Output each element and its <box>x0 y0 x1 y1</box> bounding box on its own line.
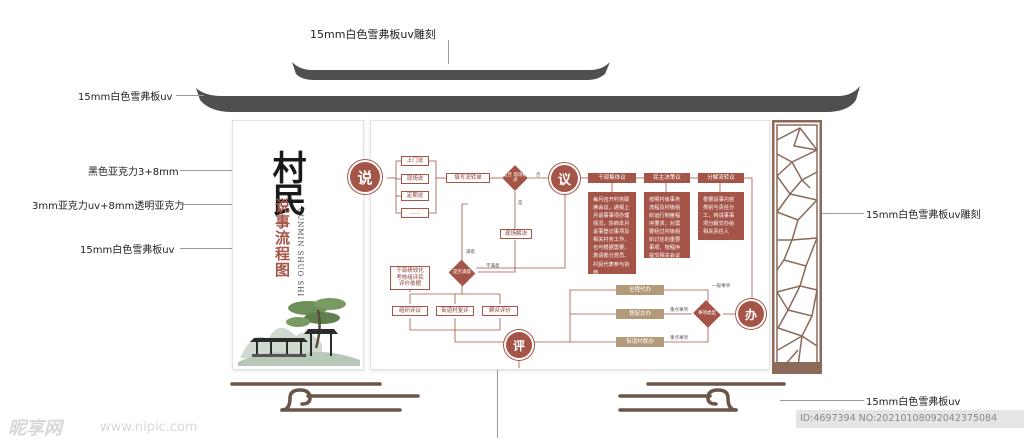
callout-bottom-base: 15mm白色雪弗板uv <box>866 397 961 408</box>
decision-onsite-label: 是否 现场解决 <box>503 172 527 183</box>
center-drop-line <box>497 370 498 438</box>
node-ban: 办 <box>738 301 764 327</box>
callout-title-acrylic-line <box>180 170 265 171</box>
callout-roof-top-line <box>448 40 449 64</box>
left-panel <box>232 120 364 370</box>
callout-left-board: 15mm白色雪弗板uv <box>80 245 175 256</box>
review-street: 街道村复评 <box>436 306 474 316</box>
cloud-base-right <box>618 382 786 412</box>
review-public: 群众评价 <box>482 306 518 316</box>
roof-top-eave <box>292 62 610 80</box>
desc-distribute: 根据说事内容类别与责任分工，将说事事项分解交办给相关责任人 <box>698 192 744 240</box>
step-democratic: 民主决策议 <box>644 173 690 183</box>
desc-democratic: 按照村级事务流程及村级组织运行制度程序要求，对需要经过村级组织讨论的重要事项，按… <box>644 192 690 268</box>
method-door: 上门说 <box>401 156 429 166</box>
callout-title-acrylic: 黑色亚克力3+8mm <box>88 167 179 178</box>
delegate-supervise: 督促交办 <box>616 309 664 319</box>
callout-subtitle-acrylic-line <box>180 204 265 205</box>
callout-roof-base-line <box>176 95 204 96</box>
callout-roof-top: 15mm白色雪弗板uv雕刻 <box>310 28 436 41</box>
step-distribute: 分解流转议 <box>698 173 744 183</box>
title-pinyin: CUNMIN SHUO SHI <box>296 208 304 298</box>
edge-important-a: 重点事项 <box>670 308 688 313</box>
callout-right-lattice: 15mm白色雪弗板uv雕刻 <box>866 210 981 221</box>
node-register: 填写流转单 <box>446 173 490 183</box>
roof-main-eave <box>196 86 860 112</box>
callout-subtitle-acrylic: 3mm亚克力uv+8mm透明亚克力 <box>32 201 185 212</box>
lattice-screen <box>772 120 822 374</box>
delegate-full: 全程代办 <box>616 285 664 295</box>
title-sub: 说事流程图 <box>273 198 291 278</box>
desc-collective: 每月召开村务联席会议，通报上月说事事项办理情况，协商本月说事登记事项及相关村务工… <box>588 192 636 276</box>
edge-important-b: 重点事项 <box>670 336 688 341</box>
watermark-id-bar <box>796 410 1024 428</box>
roof <box>196 62 860 112</box>
decision-type-label: 事项类型 <box>698 311 716 317</box>
step-collective: 干部集体议 <box>588 173 636 183</box>
decision-satisfaction: 是否满意 <box>448 259 476 287</box>
method-regular: 定期说 <box>401 191 429 201</box>
edge-yes: 是 <box>518 201 523 206</box>
method-other: …… <box>401 208 429 218</box>
decision-onsite: 是否 现场解决 <box>502 165 528 191</box>
delegate-joint: 街道村联办 <box>616 337 664 347</box>
edge-general: 一般事项 <box>712 284 730 289</box>
node-ping: 评 <box>506 332 532 358</box>
decision-satisfaction-label: 是否满意 <box>453 270 471 276</box>
node-yi: 议 <box>551 165 578 192</box>
node-shuo: 说 <box>350 162 380 192</box>
review-org: 组织评议 <box>392 306 428 316</box>
edge-unsatisfied: 不满意 <box>486 264 500 269</box>
title-main: 村民 <box>266 150 306 214</box>
callout-bottom-base-line <box>780 400 864 401</box>
node-onsite-solve: 现场解决 <box>500 229 532 239</box>
decision-type: 事项类型 <box>692 300 722 328</box>
watermark-url: www.nipic.com <box>100 420 198 435</box>
landscape-illustration <box>238 298 360 366</box>
watermark-logo: 昵享网 <box>8 418 62 439</box>
cloud-base-left <box>230 382 420 412</box>
node-assessment: 干部绩效化 考核组评民 评价依据 <box>390 266 430 290</box>
method-site: 现场说 <box>401 174 429 184</box>
edge-no: 否 <box>536 173 541 178</box>
callout-roof-base: 15mm白色雪弗板uv <box>78 92 173 103</box>
edge-satisfied: 满意 <box>466 250 475 255</box>
watermark-id: ID:4697394 NO:20210108092042375084 <box>800 413 998 424</box>
callout-left-board-line <box>180 248 240 249</box>
callout-right-lattice-line <box>820 213 864 214</box>
